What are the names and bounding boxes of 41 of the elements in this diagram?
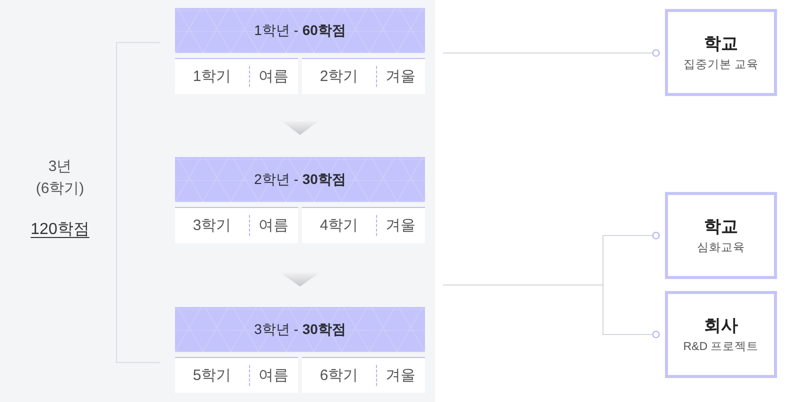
box-subtitle: 집중기본 교육 <box>683 58 759 72</box>
term-label: 6학기 <box>320 366 358 385</box>
box-subtitle: R&D 프로젝트 <box>683 340 759 354</box>
semester-cell <box>302 357 425 393</box>
semester-cell <box>302 58 425 94</box>
term-label: 여름 <box>258 216 288 235</box>
year-block <box>175 8 425 95</box>
term-label: 여름 <box>258 67 288 86</box>
duration-label: 3년 (6학기) <box>34 157 86 199</box>
connector-line <box>442 49 660 57</box>
chevron-arrow <box>282 121 318 135</box>
term-label: 5학기 <box>192 366 232 385</box>
semester-cell <box>175 58 298 94</box>
box-title: 학교 <box>704 32 738 54</box>
destination-box <box>665 9 777 96</box>
destination-box <box>665 192 777 279</box>
term-label: 여름 <box>258 366 288 385</box>
term-label: 1학기 <box>192 67 232 86</box>
term-label: 3학기 <box>192 216 232 235</box>
term-label: 겨울 <box>386 67 416 86</box>
semester-cell <box>175 357 298 393</box>
connector-line <box>442 284 604 286</box>
term-label: 겨울 <box>386 216 416 235</box>
box-title: 학교 <box>704 216 738 238</box>
term-label: 2학기 <box>320 67 358 86</box>
destination-box <box>665 291 777 378</box>
semester-cell <box>302 207 425 243</box>
credit-total: 120학점 <box>30 220 90 240</box>
year-heading: 1학년 - 60학점 <box>254 22 346 40</box>
year-block <box>175 157 425 244</box>
chevron-arrow <box>280 272 320 286</box>
box-title: 회사 <box>704 314 738 336</box>
connector-line <box>602 232 660 286</box>
year-heading: 3학년 - 30학점 <box>254 320 346 338</box>
box-subtitle: 심화교육 <box>697 240 745 256</box>
semester-cell <box>175 207 298 243</box>
term-label: 4학기 <box>320 216 358 235</box>
term-label: 겨울 <box>386 366 416 385</box>
connector-line <box>602 284 660 338</box>
year-block <box>175 307 425 394</box>
year-heading: 2학년 - 30학점 <box>254 170 346 188</box>
